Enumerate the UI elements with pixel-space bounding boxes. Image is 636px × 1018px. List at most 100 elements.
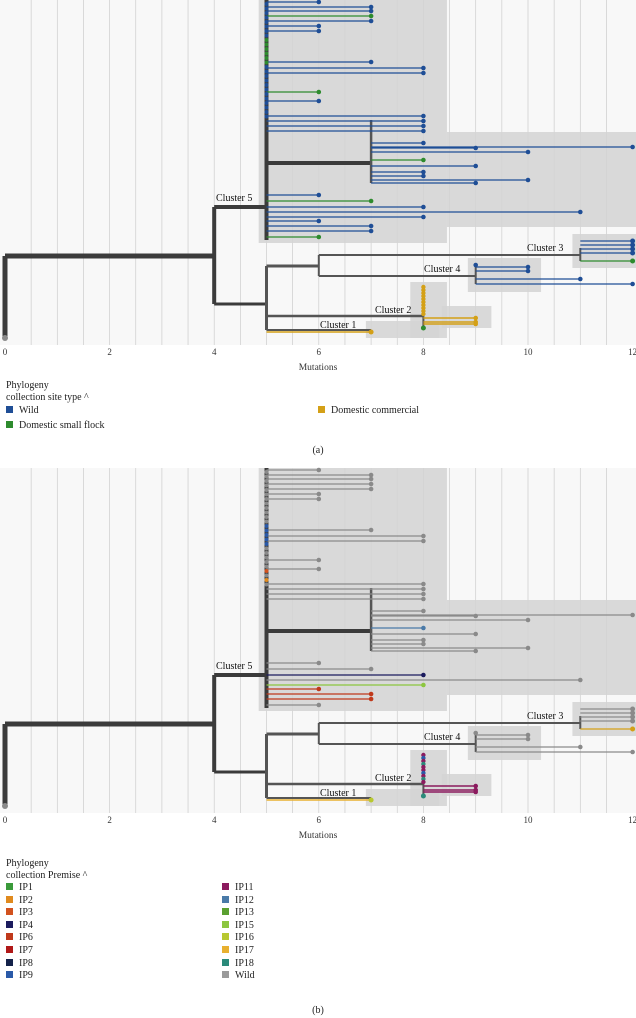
legend-item-ip2: IP2 [6, 895, 33, 906]
leaf-node [264, 11, 269, 15]
leaf-node [421, 538, 426, 544]
leaf-node [421, 533, 426, 539]
leaf-node [525, 736, 531, 742]
leaf-node [264, 20, 269, 24]
x-tick-label: 6 [317, 815, 322, 825]
leaf-node [264, 510, 269, 515]
leaf-node [421, 682, 426, 688]
legend-title-b-line2: collection Premise ^ [6, 870, 88, 882]
leaf-node [420, 793, 426, 799]
leaf-node [316, 686, 322, 692]
legend-item-ip11: IP11 [222, 882, 254, 893]
leaf-node [264, 87, 269, 92]
leaf-node [630, 238, 636, 244]
leaf-node [368, 13, 374, 19]
leaf-node [630, 710, 636, 716]
leaf-node [264, 29, 269, 33]
legend-item-ip18: IP18 [222, 958, 254, 969]
leaf-node [421, 65, 426, 71]
leaf-node [264, 38, 269, 42]
legend-swatch [318, 406, 325, 413]
leaf-node [264, 2, 269, 6]
leaf-node [473, 789, 479, 795]
legend-swatch [222, 883, 229, 890]
leaf-node [421, 118, 426, 124]
leaf-node [316, 557, 322, 563]
legend-swatch [222, 933, 229, 941]
leaf-node [525, 264, 531, 270]
cluster-label: Cluster 4 [424, 732, 460, 743]
leaf-node [630, 242, 636, 248]
leaf-node [421, 128, 426, 134]
leaf-node [421, 113, 426, 119]
leaf-node [473, 180, 479, 186]
leaf-node [264, 551, 269, 555]
leaf-node [368, 527, 374, 533]
leaf-node [630, 718, 636, 724]
leaf-node [368, 8, 374, 14]
legend-swatch [222, 920, 229, 928]
leaf-node [264, 488, 269, 492]
leaf-node [264, 110, 269, 114]
legend-item-ip13: IP13 [222, 907, 254, 918]
leaf-node [264, 564, 269, 569]
leaf-node [264, 474, 269, 479]
leaf-node [264, 506, 269, 510]
legend-item-ip16: IP16 [222, 932, 254, 943]
leaf-node [421, 672, 426, 678]
leaf-node [264, 497, 269, 501]
leaf-node [368, 223, 374, 229]
legend-item-ip12: IP12 [222, 895, 254, 906]
cluster-label: Cluster 4 [424, 264, 460, 275]
root-node [2, 803, 8, 809]
leaf-node [316, 467, 322, 473]
leaf-node [473, 315, 479, 321]
leaf-node [264, 92, 269, 96]
leaf-node [368, 696, 374, 702]
leaf-node [630, 258, 636, 264]
x-tick-label: 0 [3, 815, 8, 825]
leaf-node [525, 177, 531, 183]
leaf-node [421, 123, 426, 129]
leaf-node [473, 262, 479, 268]
leaf-node [525, 732, 531, 738]
x-tick-label: 8 [421, 347, 426, 357]
leaf-node [264, 537, 269, 542]
legend-swatch [6, 883, 13, 890]
x-axis-title: Mutations [299, 831, 338, 841]
legend-item-ip9: IP9 [6, 970, 33, 981]
legend-swatch [6, 920, 13, 928]
leaf-node [421, 637, 426, 643]
leaf-node [264, 501, 269, 506]
leaf-node [578, 677, 583, 683]
x-tick-label: 12 [628, 815, 636, 825]
leaf-node [473, 783, 479, 789]
legend-swatch [222, 946, 229, 953]
cluster-label: Cluster 3 [527, 711, 563, 722]
x-tick-label: 4 [212, 347, 217, 357]
leaf-node [578, 209, 583, 215]
leaf-node [368, 797, 374, 803]
leaf-node [525, 149, 531, 155]
leaf-node [525, 645, 531, 651]
x-tick-label: 12 [628, 347, 636, 357]
leaf-node [420, 325, 426, 331]
leaf-node [264, 483, 269, 488]
leaf-node [264, 101, 269, 105]
legend-item-domestic-commercial: Domestic commercial [318, 405, 419, 416]
leaf-node [421, 311, 426, 317]
leaf-node [264, 560, 269, 564]
leaf-node [421, 173, 426, 179]
leaf-node [264, 533, 269, 537]
leaf-node [264, 582, 269, 587]
leaf-node [630, 612, 635, 618]
leaf-node [368, 18, 374, 24]
legend-swatch [6, 933, 13, 941]
root-node [2, 335, 8, 341]
leaf-node [421, 641, 426, 647]
cluster-region [467, 258, 542, 292]
leaf-node [421, 596, 426, 602]
legend-swatch [6, 946, 13, 953]
